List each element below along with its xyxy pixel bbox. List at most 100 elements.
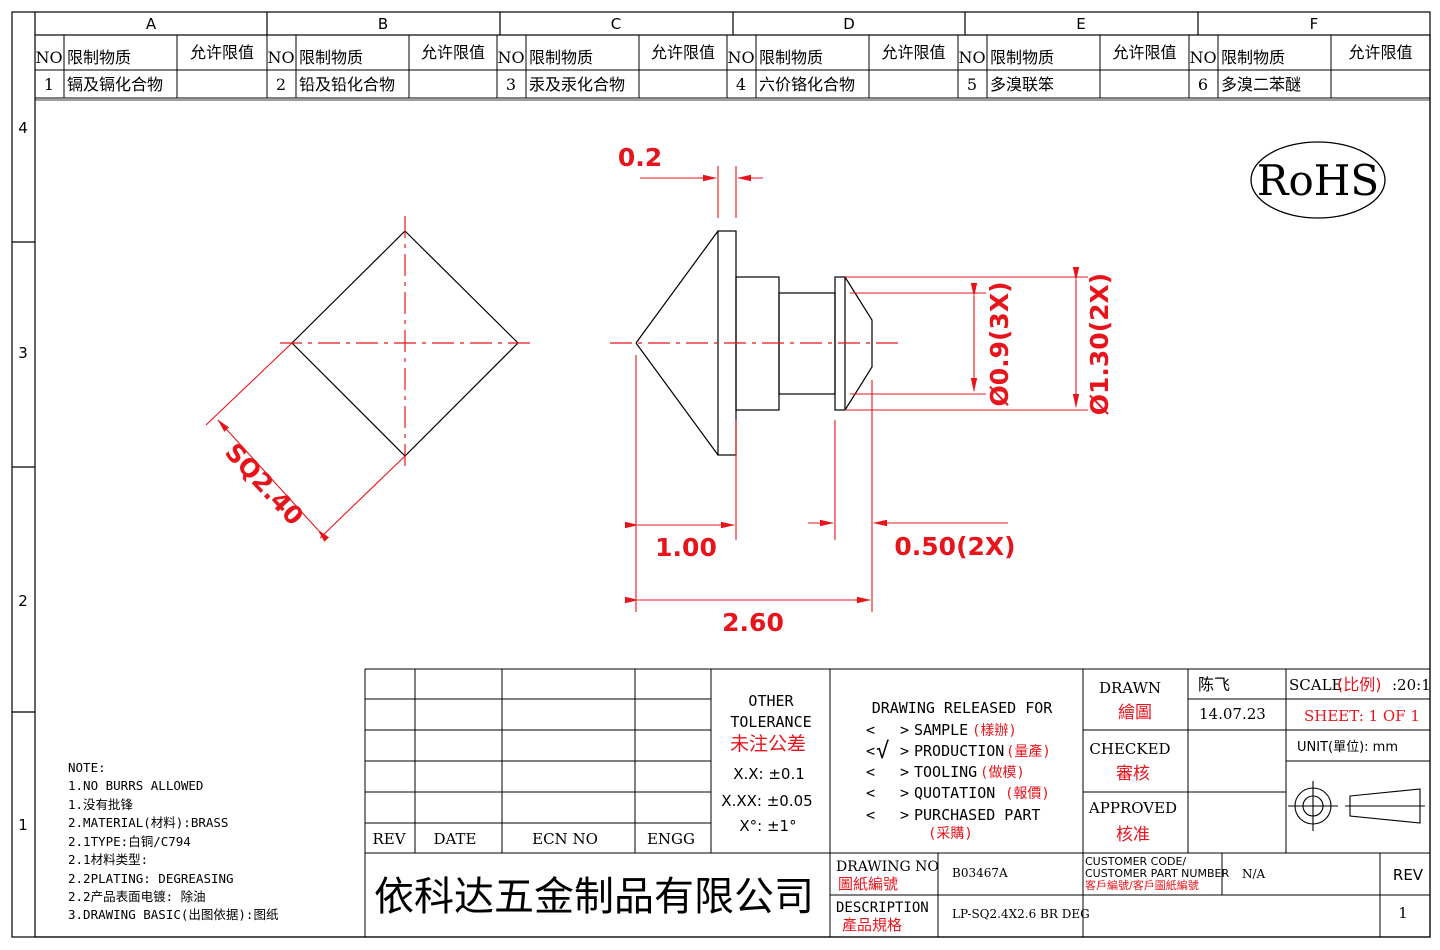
scale-value: :20:1 (1392, 676, 1431, 694)
restricted-header-limit: 允许限值 (651, 43, 715, 62)
zone-col-d: D (843, 15, 855, 33)
note-line: 2.1TYPE:白铜/C794 (68, 834, 191, 849)
restricted-item-name: 铅及铅化合物 (299, 75, 395, 94)
restricted-header-limit: 允许限值 (421, 43, 485, 62)
dim-square: SQ2.40 (219, 437, 309, 531)
svg-text:<: < (866, 763, 875, 781)
release-option-tooling[interactable]: < > TOOLING (做模) (866, 763, 1025, 781)
release-option-purchased[interactable]: < > PURCHASED PART (采購) (866, 806, 1040, 842)
tolerance-angle: X°: ±1° (739, 817, 796, 835)
release-option-label: PURCHASED PART (914, 806, 1040, 824)
scale-label-cn: (比例) (1337, 675, 1382, 694)
note-line: 2.1材料类型: (68, 852, 148, 867)
release-option-label: PRODUCTION (914, 742, 1004, 760)
notes-block: NOTE: 1.NO BURRS ALLOWED 1.没有批锋 2.MATERI… (68, 760, 279, 922)
release-option-label: SAMPLE (914, 721, 968, 739)
tolerance-block: OTHER TOLERANCE 未注公差 X.X: ±0.1 X.XX: ±0.… (721, 692, 812, 835)
svg-text:<: < (866, 784, 875, 802)
company-name: 依科达五金制品有限公司 (374, 874, 814, 920)
svg-text:>: > (900, 742, 909, 760)
rev-value: 1 (1398, 904, 1408, 922)
zone-col-c: C (611, 15, 621, 33)
restricted-header-no: NO (35, 48, 62, 67)
zone-row-4: 4 (18, 119, 28, 137)
restricted-header-no: NO (267, 48, 294, 67)
dim-head-length: 1.00 (655, 533, 717, 562)
release-option-production[interactable]: < √ > PRODUCTION (量產) (866, 739, 1051, 764)
checked-label-cn: 審核 (1116, 764, 1150, 784)
approved-label: APPROVED (1088, 799, 1177, 817)
dim-line-square (217, 419, 330, 542)
restricted-header-no: NO (497, 48, 524, 67)
release-option-quotation[interactable]: < > QUOTATION (報價) (866, 784, 1050, 802)
svg-text:>: > (900, 763, 909, 781)
note-line: 2.2产品表面电镀: 除油 (68, 889, 206, 904)
check-mark-icon: √ (876, 739, 889, 764)
restricted-item-name: 镉及镉化合物 (67, 75, 163, 94)
restricted-header-no: NO (1189, 48, 1216, 67)
zone-col-b: B (378, 15, 388, 33)
restricted-header-limit: 允许限值 (1112, 43, 1176, 62)
svg-text:>: > (900, 721, 909, 739)
customer-value: N/A (1242, 867, 1266, 881)
restricted-header-limit: 允许限值 (1348, 43, 1412, 62)
svg-text:<: < (866, 742, 875, 760)
restricted-table-grid (34, 35, 1332, 98)
dim-flange-group (640, 166, 763, 218)
description-label: DESCRIPTION (836, 900, 929, 916)
restricted-header-substance: 限制物质 (299, 48, 363, 67)
release-option-sample[interactable]: < > SAMPLE (樣辦) (866, 721, 1017, 739)
dim-total-length: 2.60 (722, 608, 784, 637)
drawing-no-label-cn: 圖紙編號 (838, 875, 898, 893)
release-title: DRAWING RELEASED FOR (872, 699, 1054, 717)
ecn-header: ECN NO (532, 830, 598, 848)
note-line: 3.DRAWING BASIC(出图依据):图纸 (68, 907, 279, 922)
note-line: 2.2PLATING: DEGREASING (68, 871, 234, 886)
unit-label: UNIT(單位): mm (1297, 740, 1398, 755)
restricted-item-no: 3 (506, 75, 516, 94)
projection-symbol-icon (1288, 781, 1425, 831)
drawn-date: 14.07.23 (1199, 705, 1266, 723)
sheet-number: SHEET: 1 OF 1 (1304, 707, 1420, 725)
drawn-label-cn: 繪圖 (1118, 703, 1152, 723)
restricted-header-substance: 限制物质 (990, 48, 1054, 67)
tolerance-xx: X.X: ±0.1 (733, 765, 805, 783)
restricted-header-no: NO (727, 48, 754, 67)
svg-text:>: > (900, 784, 909, 802)
restricted-item-name: 六价铬化合物 (759, 75, 855, 94)
restricted-header-substance: 限制物质 (759, 48, 823, 67)
tolerance-title-cn: 未注公差 (730, 733, 806, 755)
sheet-info-block: SCALE (比例) :20:1 SHEET: 1 OF 1 UNIT(單位):… (1289, 675, 1431, 755)
description-label-cn: 產品規格 (842, 916, 902, 934)
zone-col-f: F (1310, 15, 1319, 33)
restricted-item-name: 多溴联笨 (990, 75, 1054, 94)
tolerance-xxx: X.XX: ±0.05 (721, 792, 812, 810)
description-value: LP-SQ2.4X2.6 BR DEG (952, 907, 1090, 921)
customer-label-2: CUSTOMER PART NUMBER (1085, 867, 1229, 880)
dim-flange-thickness: 0.2 (618, 143, 662, 172)
restricted-header-limit: 允许限值 (190, 43, 254, 62)
restricted-header-limit: 允许限值 (881, 43, 945, 62)
restricted-item-no: 2 (276, 75, 286, 94)
rev-label: REV (1393, 866, 1424, 884)
sheet-frame (11, 11, 1431, 938)
tolerance-title-1: OTHER (748, 692, 794, 710)
restricted-header-substance: 限制物质 (67, 48, 131, 67)
drawing-no: B03467A (952, 866, 1008, 880)
tolerance-title-2: TOLERANCE (730, 713, 811, 731)
note-line: 1.没有批锋 (68, 797, 134, 812)
zone-col-e: E (1076, 15, 1085, 33)
restricted-table-text: NO 限制物质 允许限值 1 镉及镉化合物 NO 限制物质 允许限值 2 铅及铅化合物 NO 限制物质… (35, 43, 1412, 94)
date-header: DATE (434, 830, 477, 848)
restricted-item-no: 1 (44, 75, 54, 94)
restricted-item-no: 6 (1198, 75, 1208, 94)
engg-header: ENGG (647, 830, 695, 848)
zone-col-a: A (146, 15, 157, 33)
svg-text:>: > (900, 806, 909, 824)
title-block-text: 依科达五金制品有限公司 DRAWING NO 圖紙編號 B03467A CUST… (374, 855, 1424, 934)
note-line: 1.NO BURRS ALLOWED (68, 778, 203, 793)
dim-large-diameter: Ø1.30(2X) (1085, 273, 1114, 415)
drawn-label: DRAWN (1099, 679, 1161, 697)
restricted-header-no: NO (958, 48, 985, 67)
release-option-cn: (做模) (980, 765, 1025, 781)
